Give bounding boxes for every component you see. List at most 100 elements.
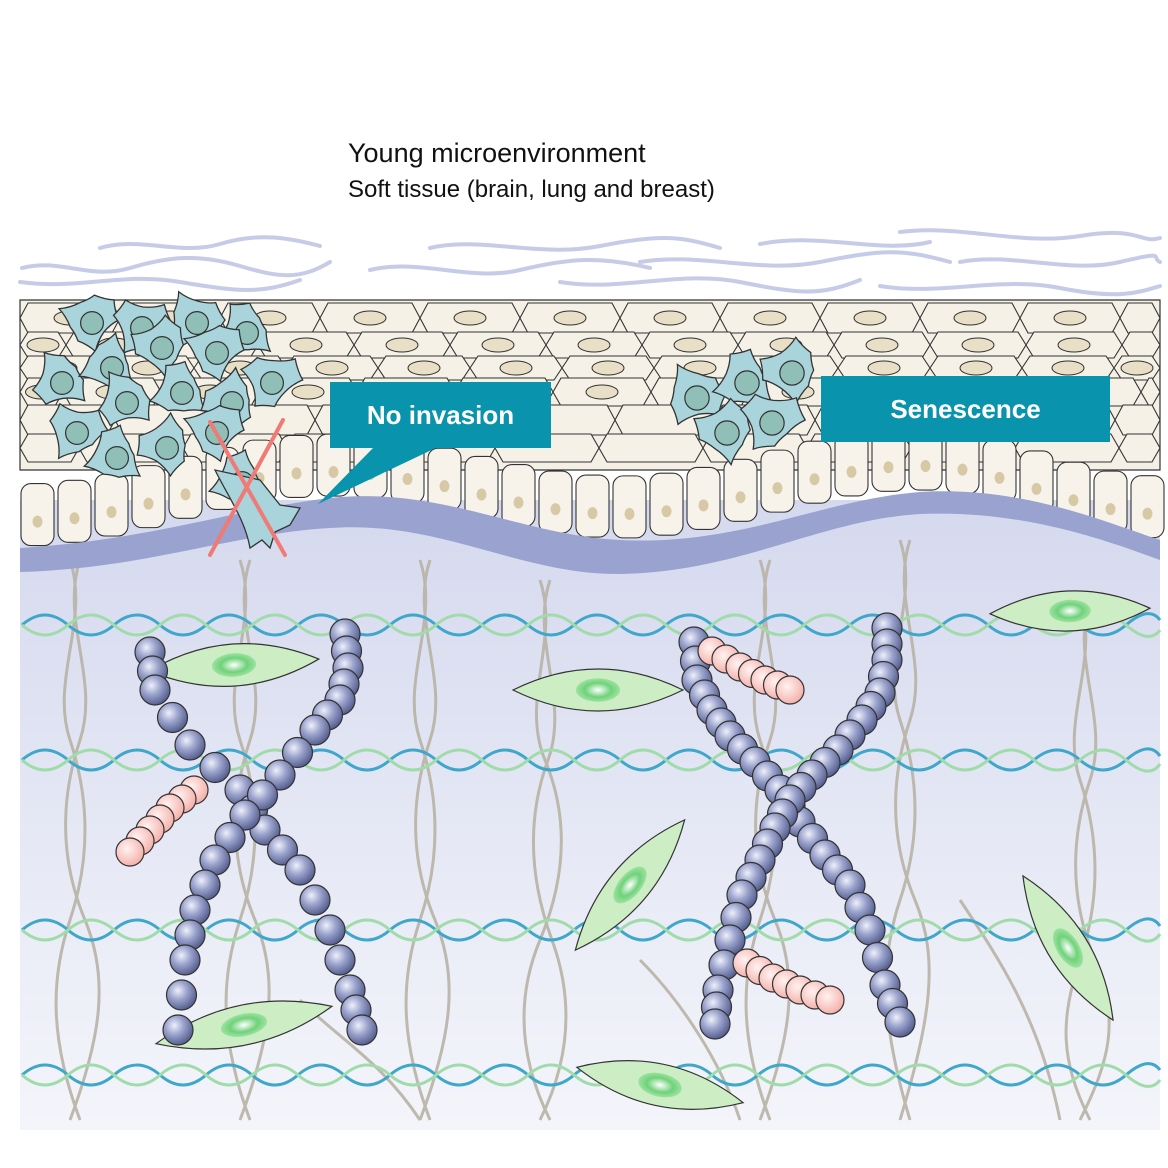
cell-nucleus <box>773 482 783 494</box>
columnar-cell <box>428 448 461 510</box>
tumor-nucleus <box>186 312 209 335</box>
cell-nucleus <box>1121 361 1153 375</box>
cell-nucleus <box>181 488 191 500</box>
pink-bead <box>116 838 144 866</box>
cell-nucleus <box>408 361 440 375</box>
collagen-bead <box>325 945 355 975</box>
cell-nucleus <box>1106 503 1116 515</box>
page-title: Young microenvironment <box>348 138 646 169</box>
collagen-bead <box>158 703 188 733</box>
cell-nucleus <box>477 488 487 500</box>
squamous-cell <box>599 434 703 462</box>
tumor-nucleus <box>66 422 89 445</box>
cell-nucleus <box>1054 311 1086 325</box>
pink-bead <box>816 986 844 1014</box>
columnar-cell <box>983 440 1016 502</box>
columnar-cell <box>761 450 794 512</box>
cell-nucleus <box>316 361 348 375</box>
tumor-nucleus <box>685 386 709 410</box>
cell-nucleus <box>699 499 709 511</box>
columnar-cell <box>650 473 683 535</box>
tumor-nucleus <box>51 372 74 395</box>
tumor-nucleus <box>171 382 194 405</box>
collagen-bead <box>167 980 197 1010</box>
fluid-waves <box>20 230 1160 294</box>
squamous-cell <box>1115 405 1160 435</box>
cell-nucleus <box>592 361 624 375</box>
cell-nucleus <box>736 491 746 503</box>
tumor-nucleus <box>715 421 739 445</box>
cell-nucleus <box>107 506 117 518</box>
senescence-callout: Senescence <box>821 376 1110 442</box>
columnar-cell <box>576 475 609 537</box>
cell-nucleus <box>554 311 586 325</box>
cell-nucleus <box>292 385 324 399</box>
tumor-nucleus <box>735 371 759 395</box>
collagen-bead <box>170 945 200 975</box>
columnar-cell <box>798 441 831 503</box>
cell-nucleus <box>654 311 686 325</box>
collagen-bead <box>300 885 330 915</box>
cell-nucleus <box>854 311 886 325</box>
cell-nucleus <box>868 361 900 375</box>
cell-nucleus <box>810 473 820 485</box>
squamous-cell <box>1120 303 1160 333</box>
cell-nucleus <box>33 516 43 528</box>
cell-nucleus <box>1143 508 1153 520</box>
columnar-cell <box>502 465 535 527</box>
cell-nucleus <box>578 338 610 352</box>
cell-nucleus <box>921 460 931 472</box>
columnar-cell <box>835 434 868 496</box>
cell-nucleus <box>625 508 635 520</box>
cell-nucleus <box>662 505 672 517</box>
tumor-nucleus <box>156 437 179 460</box>
columnar-cell <box>724 459 757 521</box>
collagen-bead <box>140 675 170 705</box>
cell-nucleus <box>144 498 154 510</box>
columnar-cell <box>58 480 91 542</box>
cell-nucleus <box>884 461 894 473</box>
columnar-cell <box>465 456 498 518</box>
cell-nucleus <box>1052 361 1084 375</box>
collagen-bead <box>700 1009 730 1039</box>
cell-nucleus <box>292 467 302 479</box>
collagen-bead <box>855 915 885 945</box>
cell-nucleus <box>847 466 857 478</box>
tumor-nucleus <box>261 372 284 395</box>
cell-nucleus <box>551 503 561 515</box>
columnar-cell <box>280 435 313 497</box>
tumor-nucleus <box>116 392 139 415</box>
cell-nucleus <box>514 497 524 509</box>
cell-nucleus <box>290 338 322 352</box>
no-invasion-callout: No invasion <box>330 382 551 448</box>
collagen-bead <box>347 1015 377 1045</box>
tumor-nucleus <box>760 411 784 435</box>
cell-nucleus <box>588 507 598 519</box>
cell-nucleus <box>482 338 514 352</box>
cell-nucleus <box>386 338 418 352</box>
cell-nucleus <box>866 338 898 352</box>
cell-nucleus <box>754 311 786 325</box>
collagen-bead <box>863 943 893 973</box>
collagen-bead <box>200 753 230 783</box>
columnar-cell <box>687 467 720 529</box>
tumor-nucleus <box>151 337 174 360</box>
cell-nucleus <box>354 311 386 325</box>
pink-bead <box>776 676 804 704</box>
cell-nucleus <box>960 361 992 375</box>
tumor-nucleus <box>780 361 804 385</box>
cell-nucleus <box>586 385 618 399</box>
collagen-bead <box>163 1015 193 1045</box>
columnar-cell <box>21 484 54 546</box>
collagen-bead <box>285 855 315 885</box>
cell-nucleus <box>674 338 706 352</box>
cell-nucleus <box>1032 483 1042 495</box>
cell-nucleus <box>329 466 339 478</box>
cell-nucleus <box>27 338 59 352</box>
cell-nucleus <box>962 338 994 352</box>
columnar-cell <box>539 471 572 533</box>
cell-nucleus <box>403 473 413 485</box>
collagen-bead <box>175 730 205 760</box>
squamous-cell <box>1119 434 1160 462</box>
cell-nucleus <box>70 512 80 524</box>
